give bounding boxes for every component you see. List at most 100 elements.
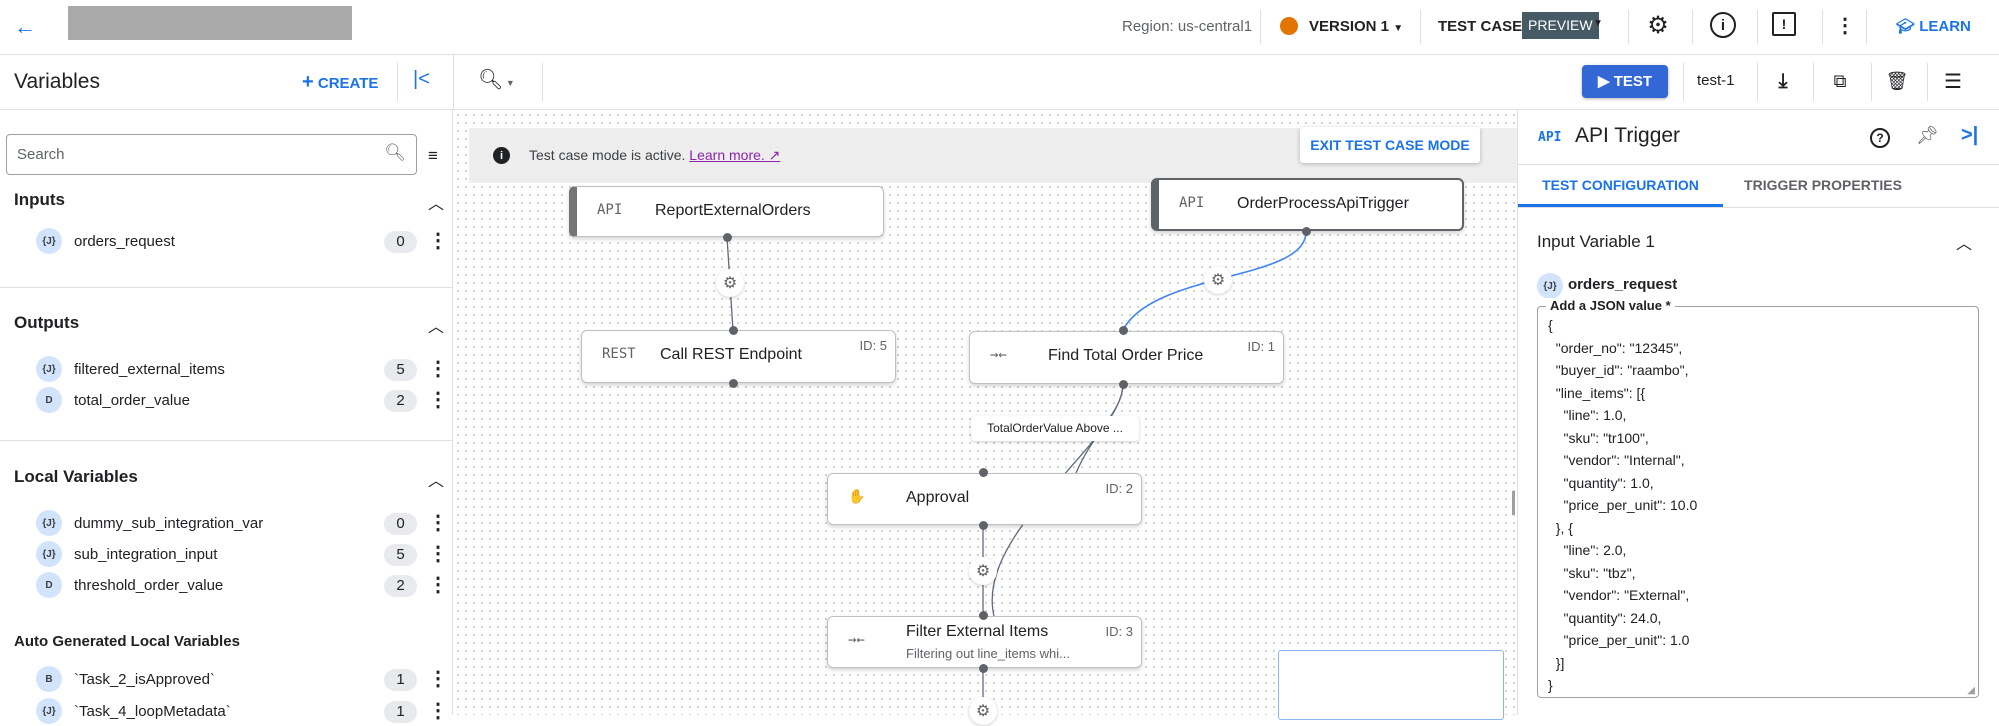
edge-condition-label[interactable]: TotalOrderValue Above ... — [971, 416, 1139, 441]
chevron-up-icon[interactable]: ︿ — [428, 473, 445, 490]
variable-name: orders_request — [74, 233, 175, 250]
close-panel-icon[interactable]: >| — [1961, 124, 1979, 146]
tab-trigger-properties[interactable]: TRIGGER PROPERTIES — [1744, 177, 1902, 193]
json-value-input[interactable]: Add a JSON value * { "order_no": "12345"… — [1537, 298, 1979, 698]
json-type-icon: {J} — [36, 541, 62, 567]
delete-icon[interactable]: 🗑︎ — [1885, 70, 1909, 91]
search-input[interactable]: Search🔍︎ — [6, 134, 417, 175]
node-subtitle: Filtering out line_items whi... — [906, 646, 1071, 661]
boolean-type-icon: B — [36, 666, 62, 692]
double-type-icon: D — [36, 387, 62, 413]
info-icon[interactable]: i — [1710, 12, 1736, 38]
json-line: "sku": "tr100", — [1548, 429, 1649, 446]
trigger-node-selected[interactable]: API OrderProcessApiTrigger — [1151, 178, 1464, 231]
json-line: "price_per_unit": 10.0 — [1548, 497, 1698, 513]
more-vert-icon[interactable]: ⋮ — [428, 389, 448, 411]
usage-count: 0 — [384, 231, 417, 253]
sort-icon[interactable]: ≡ — [428, 146, 438, 165]
help-icon[interactable]: ? — [1870, 128, 1890, 148]
json-type-icon: {J} — [36, 228, 62, 254]
json-type-icon: {J} — [36, 510, 62, 536]
arrow-left-icon[interactable]: ← — [14, 14, 36, 39]
test-button[interactable]: ▶ TEST — [1582, 65, 1668, 98]
more-vert-icon[interactable]: ⋮ — [428, 574, 448, 596]
json-line: { — [1548, 317, 1553, 333]
usage-count: 2 — [384, 575, 417, 597]
usage-count: 2 — [384, 390, 417, 412]
more-vert-icon[interactable]: ⋮ — [1835, 14, 1855, 37]
version-label: VERSION 1 — [1309, 18, 1390, 35]
copy-icon[interactable]: ⧉ — [1833, 70, 1847, 91]
json-line: "vendor": "Internal", — [1548, 452, 1685, 468]
learn-button[interactable]: 🎓︎ LEARN — [1896, 17, 1971, 35]
download-icon[interactable]: ⤓ — [1778, 69, 1788, 92]
test-case-name[interactable]: test-1 — [1697, 72, 1735, 89]
more-vert-icon[interactable]: ⋮ — [428, 700, 448, 722]
edge-settings-icon[interactable]: ⚙ — [1204, 266, 1232, 294]
edge-settings-icon[interactable]: ⚙ — [969, 557, 997, 585]
json-type-icon: {J} — [1537, 273, 1563, 299]
learn-label: LEARN — [1919, 18, 1971, 35]
banner-text: Test case mode is active. — [529, 147, 686, 163]
more-vert-icon[interactable]: ⋮ — [428, 543, 448, 565]
pin-icon[interactable]: 📌︎ — [1916, 125, 1939, 145]
more-vert-icon[interactable]: ⋮ — [428, 358, 448, 380]
hand-icon: ✋ — [848, 489, 866, 505]
zoom-in-icon[interactable]: 🔍︎ ▼ — [478, 69, 515, 91]
json-field-label: Add a JSON value * — [1546, 298, 1675, 313]
test-case-dropdown[interactable]: ▼ — [1593, 18, 1603, 29]
chevron-up-icon[interactable]: ︿ — [428, 196, 445, 213]
variable-item[interactable]: {J} orders_request 0 ⋮ — [36, 228, 448, 256]
feedback-icon[interactable]: ! — [1772, 12, 1796, 36]
create-variable-button[interactable]: + CREATE — [302, 71, 378, 94]
collapse-panel-icon[interactable]: |< — [413, 68, 430, 90]
chevron-up-icon[interactable]: ︿ — [1956, 236, 1973, 253]
json-line: } — [1548, 677, 1553, 693]
json-line: "line_items": [{ — [1548, 384, 1646, 401]
tab-test-configuration[interactable]: TEST CONFIGURATION — [1518, 165, 1723, 207]
json-type-icon: {J} — [36, 698, 62, 724]
exit-test-case-mode-button[interactable]: EXIT TEST CASE MODE — [1300, 127, 1480, 163]
section-title-inputs: Inputs — [14, 190, 65, 209]
node-title: Call REST Endpoint — [660, 346, 802, 363]
node-title: Filter External Items — [906, 623, 1049, 640]
data-mapping-icon: →← — [990, 347, 1007, 363]
learn-more-link[interactable]: Learn more. ↗ — [689, 147, 781, 163]
more-vert-icon[interactable]: ⋮ — [428, 668, 448, 690]
node-id: ID: 5 — [859, 338, 887, 353]
usage-count: 5 — [384, 359, 417, 381]
json-line: }, { — [1548, 519, 1573, 536]
api-icon: API — [597, 202, 623, 218]
panel-title: API Trigger — [1575, 124, 1681, 147]
edge-settings-icon[interactable]: ⚙ — [969, 697, 997, 725]
integration-canvas[interactable]: i Test case mode is active. Learn more. … — [454, 111, 1517, 725]
chevron-up-icon[interactable]: ︿ — [428, 319, 445, 336]
usage-count: 0 — [384, 513, 417, 535]
more-vert-icon[interactable]: ⋮ — [428, 230, 448, 252]
settings-icon[interactable]: ⚙ — [1647, 11, 1669, 39]
variable-name: total_order_value — [74, 392, 190, 409]
edge-settings-icon[interactable]: ⚙ — [716, 269, 744, 297]
api-icon: API — [1179, 195, 1205, 211]
resize-handle-icon[interactable]: ◢ — [1967, 685, 1975, 696]
section-title: Input Variable 1 — [1537, 232, 1655, 251]
panel-resize-handle[interactable] — [1512, 491, 1515, 515]
node-title: OrderProcessApiTrigger — [1237, 195, 1409, 212]
version-dropdown[interactable]: VERSION 1 ▼ — [1309, 18, 1403, 35]
list-icon[interactable]: ☰ — [1944, 70, 1962, 93]
variable-name: `Task_4_loopMetadata` — [74, 703, 231, 720]
variable-item[interactable]: B`Task_2_isApproved`1⋮ — [36, 666, 448, 694]
more-vert-icon[interactable]: ⋮ — [428, 512, 448, 534]
minimap[interactable] — [1278, 650, 1504, 720]
variable-item[interactable]: {J}`Task_4_loopMetadata`1⋮ — [36, 698, 448, 726]
